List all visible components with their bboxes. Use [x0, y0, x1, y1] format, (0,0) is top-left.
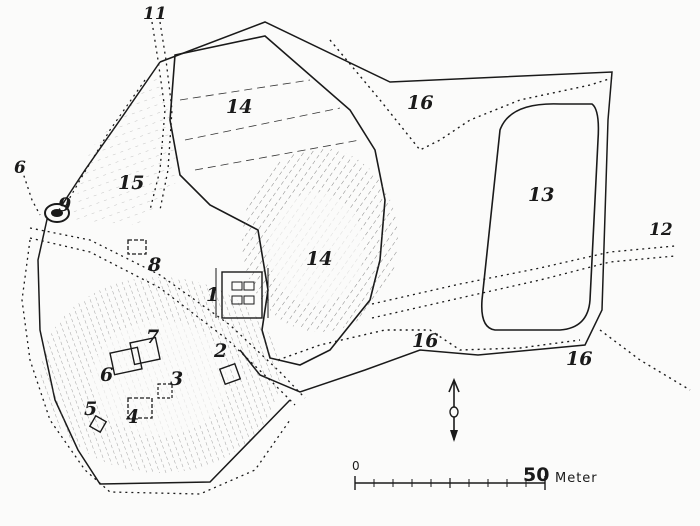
label-9: 9	[58, 194, 72, 216]
scale-value-label: 50	[523, 464, 550, 486]
road-11	[149, 21, 166, 211]
scale-unit-label: Meter	[555, 471, 598, 486]
label-3: 3	[170, 368, 184, 390]
north-arrow-icon	[448, 377, 460, 442]
outer-enclosure-east	[159, 21, 613, 393]
label-11: 11	[143, 4, 167, 24]
label-1: 1	[206, 284, 220, 306]
enclosure-13	[480, 103, 600, 331]
label-5: 5	[84, 398, 98, 420]
label-13: 13	[528, 184, 555, 206]
building-2	[218, 362, 242, 386]
building-1	[215, 268, 269, 319]
road-6	[21, 169, 41, 216]
road-west-south-edge	[29, 237, 296, 406]
label-8: 8	[148, 254, 162, 276]
label-7: 7	[146, 326, 160, 348]
scale-bar	[354, 476, 546, 490]
label-4: 4	[126, 406, 140, 428]
road-12-north-edge	[371, 245, 676, 305]
inner-enclosure-14	[169, 35, 386, 366]
scale-zero-label: 0	[352, 459, 360, 473]
road-west-north-edge	[29, 227, 306, 399]
label-15: 15	[118, 172, 145, 194]
label-6-outer: 6	[14, 158, 26, 178]
building-8	[127, 239, 147, 255]
building-5	[88, 414, 108, 434]
ditch-16-east-tail	[599, 329, 691, 391]
ditch-16-south	[277, 329, 581, 361]
area-15-hachure	[70, 70, 178, 225]
label-14-mound: 14	[306, 248, 333, 270]
label-12: 12	[649, 220, 673, 240]
label-16-north: 16	[407, 92, 434, 114]
ditch-west-outer	[21, 239, 291, 495]
building-4	[127, 397, 153, 419]
ditch-15-west	[59, 79, 146, 216]
label-2: 2	[214, 340, 228, 362]
label-6: 6	[100, 364, 114, 386]
road-12-south-edge	[371, 255, 676, 319]
building-6-7	[109, 336, 161, 376]
ditch-16-north	[329, 39, 613, 151]
label-16-south: 16	[412, 330, 439, 352]
label-16-east: 16	[566, 348, 593, 370]
label-14-north: 14	[226, 96, 253, 118]
